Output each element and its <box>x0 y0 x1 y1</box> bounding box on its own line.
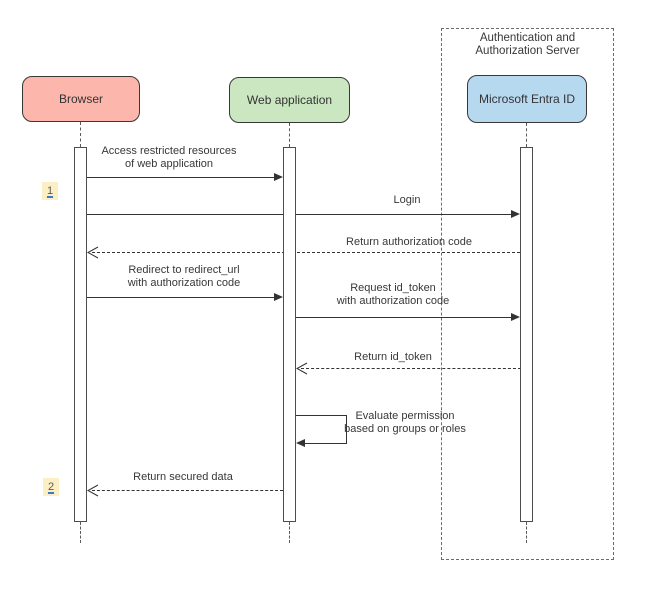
msg-redirect-arrowhead <box>274 293 283 301</box>
msg-request-idtoken-label: Request id_token with authorization code <box>336 282 450 307</box>
msg-return-authcode-arrowhead <box>87 246 99 259</box>
webapp-lifeline-top <box>289 123 290 147</box>
msg-request-idtoken-arrowhead <box>511 313 520 321</box>
frame-title-line1: Authentication and <box>479 32 576 44</box>
msg-return-authcode-label: Return authorization code <box>346 236 472 248</box>
msg-redirect-label: Redirect to redirect_url with authorizat… <box>127 264 241 289</box>
actor-microsoft-entra-id: Microsoft Entra ID <box>467 75 587 123</box>
msg-request-idtoken-line <box>296 317 511 318</box>
actor-microsoft-entra-id-label: Microsoft Entra ID <box>478 92 576 106</box>
browser-activation-bar <box>74 147 87 522</box>
msg-return-secured-data-label: Return secured data <box>133 471 233 483</box>
msg-access-restricted-line <box>87 177 277 178</box>
msg-evaluate-permission-label: Evaluate permission based on groups or r… <box>344 410 466 435</box>
step-badge-1[interactable]: 1 <box>42 182 58 200</box>
auth-server-frame <box>441 28 614 560</box>
actor-browser: Browser <box>22 76 140 122</box>
msg-return-authcode-line <box>92 252 520 253</box>
step-badge-2-number[interactable]: 2 <box>47 481 55 493</box>
actor-web-application-label: Web application <box>246 93 333 107</box>
webapp-lifeline-bottom <box>289 522 290 543</box>
entra-activation-bar <box>520 147 533 522</box>
msg-self-loop-right-line <box>346 415 347 443</box>
actor-web-application: Web application <box>229 77 350 123</box>
msg-return-idtoken-line <box>301 368 521 369</box>
msg-redirect-line <box>87 297 277 298</box>
step-badge-1-number[interactable]: 1 <box>46 185 54 197</box>
msg-login-line <box>87 214 511 215</box>
msg-return-secured-data-line <box>92 490 283 491</box>
msg-return-idtoken-arrowhead <box>296 362 308 375</box>
entra-lifeline-bottom <box>526 522 527 543</box>
step-badge-2[interactable]: 2 <box>43 478 59 496</box>
msg-return-secured-data-arrowhead <box>87 484 99 497</box>
msg-access-restricted-arrowhead <box>274 173 283 181</box>
msg-self-loop-top-line <box>296 415 347 416</box>
actor-browser-label: Browser <box>58 92 103 106</box>
msg-access-restricted-label: Access restricted resources of web appli… <box>101 145 237 170</box>
auth-server-frame-title: Authentication and Authorization Server <box>446 32 609 58</box>
entra-lifeline-top <box>526 123 527 147</box>
browser-lifeline-top <box>80 122 81 147</box>
msg-return-idtoken-label: Return id_token <box>354 351 432 363</box>
msg-login-label: Login <box>393 194 421 206</box>
msg-self-loop-arrowhead <box>296 439 305 447</box>
browser-lifeline-bottom <box>80 522 81 543</box>
msg-self-loop-bottom-line <box>304 443 347 444</box>
webapp-activation-bar <box>283 147 296 522</box>
frame-title-line2: Authorization Server <box>475 45 580 57</box>
msg-login-arrowhead <box>511 210 520 218</box>
